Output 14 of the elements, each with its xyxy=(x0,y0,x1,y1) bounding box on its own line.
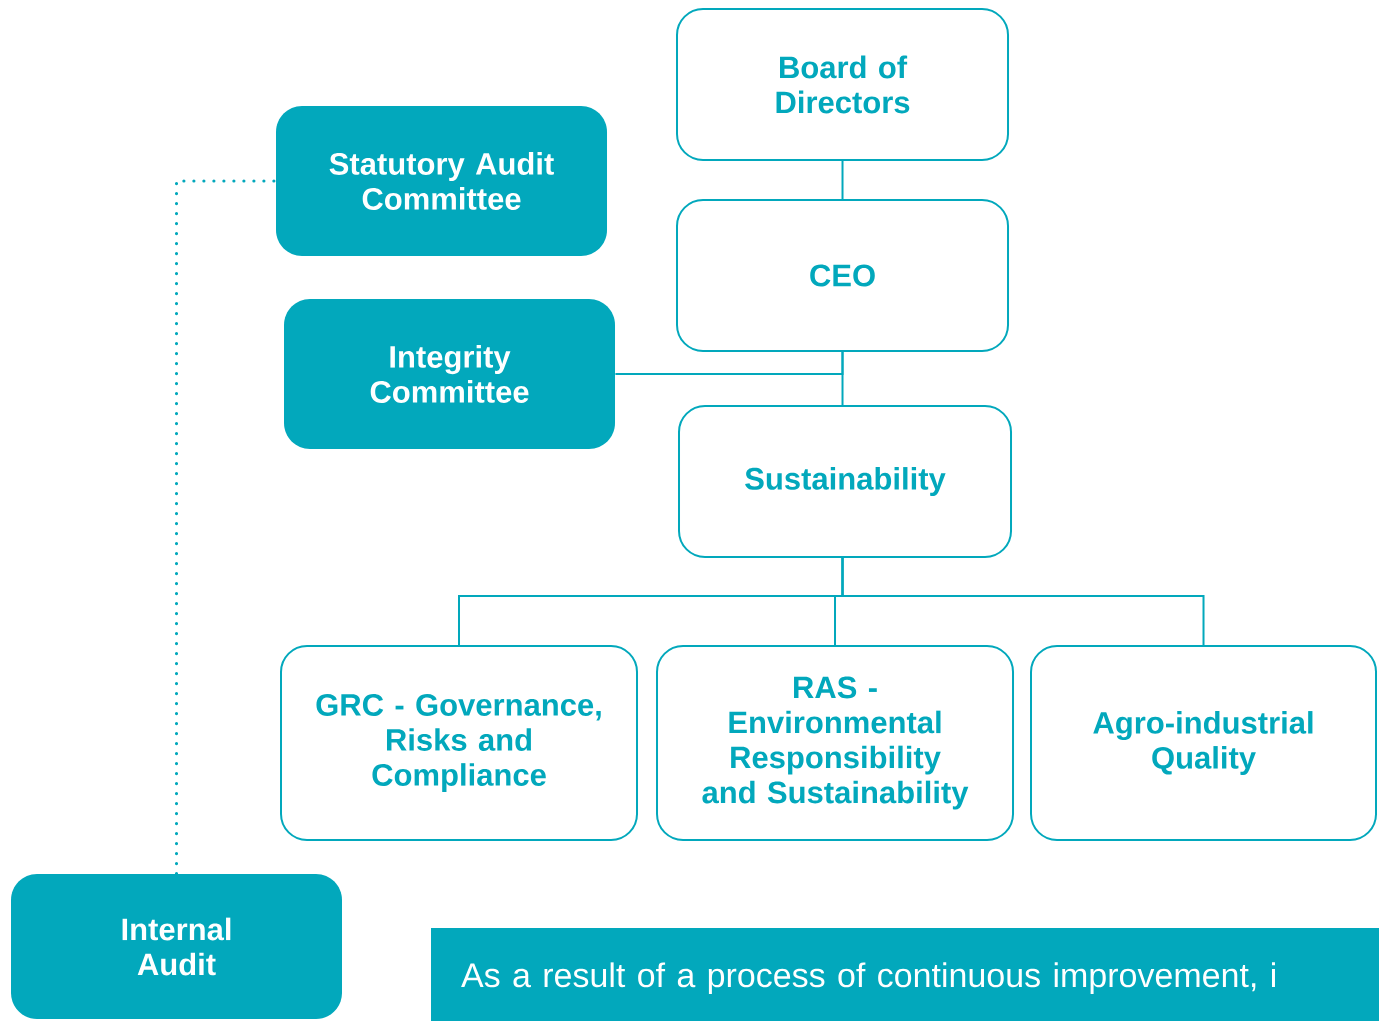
org-box: Sustainability xyxy=(678,405,1012,558)
committee-box: Internal Audit xyxy=(11,874,342,1019)
committee-box: Statutory Audit Committee xyxy=(276,106,607,256)
org-box: GRC - Governance, Risks and Compliance xyxy=(280,645,638,841)
connector-line xyxy=(841,557,1205,646)
connector-line xyxy=(614,351,844,375)
connector-line xyxy=(841,160,844,200)
dotted-connector xyxy=(174,179,278,876)
committee-box: Integrity Committee xyxy=(284,299,615,449)
org-box: RAS - Environmental Responsibility and Sustainability xyxy=(656,645,1014,841)
org-box: Agro-industrial Quality xyxy=(1030,645,1377,841)
text-banner: As a result of a process of continuous improvement, i xyxy=(431,928,1379,1021)
org-box: CEO xyxy=(676,199,1009,352)
org-box: Board of Directors xyxy=(676,8,1009,161)
